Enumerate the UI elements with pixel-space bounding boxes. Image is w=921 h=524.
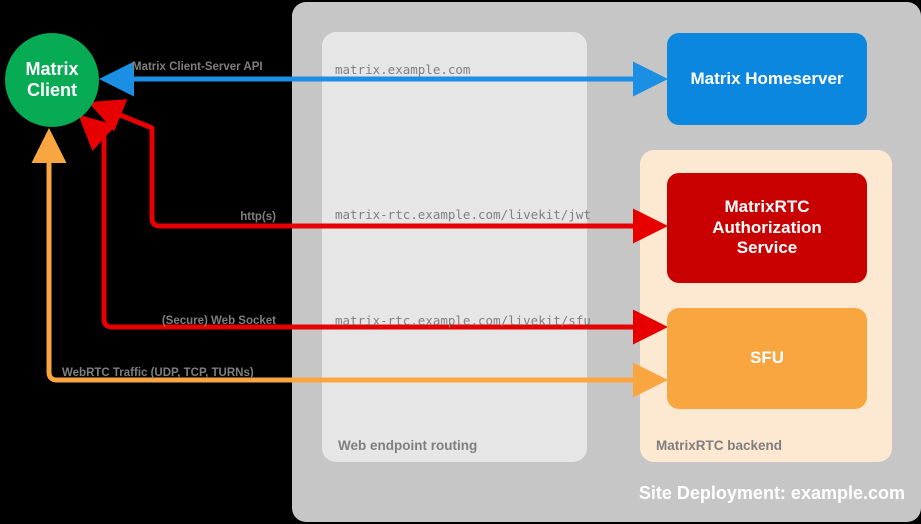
flow-label-websocket: (Secure) Web Socket bbox=[161, 315, 276, 327]
flow-webrtc bbox=[31, 128, 668, 398]
flow-websocket bbox=[78, 114, 668, 345]
endpoint-url-livekit-sfu: matrix-rtc.example.com/livekit/sfu bbox=[335, 313, 591, 328]
matrix-client-label-line2: Client bbox=[26, 80, 77, 100]
matrix-client-label-line1: Matrix bbox=[25, 58, 79, 79]
flow-label-client-server-api: Matrix Client-Server API bbox=[132, 61, 263, 73]
auth-service-label-line2: Authorization bbox=[712, 217, 822, 237]
caption-matrixrtc-backend: MatrixRTC backend bbox=[656, 438, 783, 453]
matrix-homeserver-label: Matrix Homeserver bbox=[690, 68, 844, 88]
sfu-label: SFU bbox=[750, 348, 784, 368]
caption-web-endpoint-routing: Web endpoint routing bbox=[338, 438, 478, 453]
endpoint-url-matrix: matrix.example.com bbox=[335, 62, 471, 77]
node-sfu[interactable]: SFU bbox=[667, 308, 867, 409]
endpoint-url-livekit-jwt: matrix-rtc.example.com/livekit/jwt bbox=[335, 207, 591, 222]
flow-label-webrtc: WebRTC Traffic (UDP, TCP, TURNs) bbox=[62, 367, 254, 379]
flow-label-https: http(s) bbox=[240, 211, 276, 223]
node-matrixrtc-authorization-service[interactable]: MatrixRTC Authorization Service bbox=[667, 173, 867, 283]
node-matrix-homeserver[interactable]: Matrix Homeserver bbox=[667, 33, 867, 125]
auth-service-label-line1: MatrixRTC bbox=[724, 196, 810, 216]
node-matrix-client[interactable]: Matrix Client bbox=[5, 33, 99, 127]
site-deployment-footer: Site Deployment: example.com bbox=[638, 483, 905, 503]
auth-service-label-line3: Service bbox=[736, 238, 798, 258]
